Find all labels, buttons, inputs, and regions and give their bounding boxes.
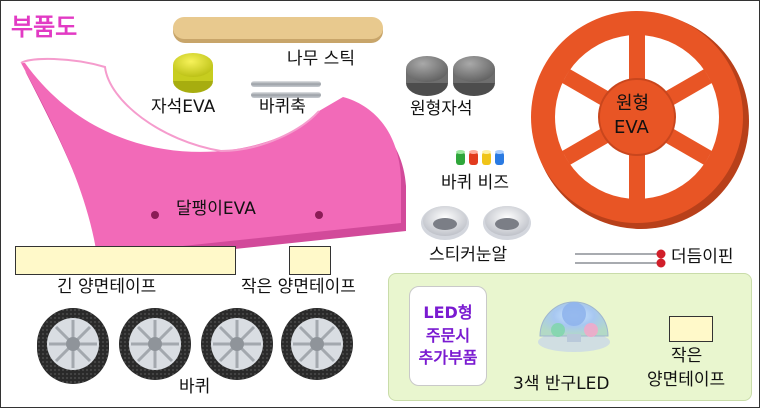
snail-eva-icon (20, 57, 406, 263)
led-option-line2: 주문시 (425, 325, 471, 345)
label-led-tape-1: 작은 (671, 346, 703, 366)
label-small-tape: 작은 양면테이프 (241, 277, 356, 297)
wheel-icon (37, 308, 353, 384)
label-led-tape-2: 양면테이프 (647, 370, 726, 390)
led-option-panel: LED형 주문시 추가부품 3색 반구LED 작은 양면테이프 (388, 273, 752, 401)
label-led: 3색 반구LED (513, 374, 610, 394)
small-tape (289, 246, 331, 275)
label-magnet-eva: 자석EVA (151, 97, 216, 117)
label-round-eva-1: 원형 (616, 93, 650, 114)
sticker-eyes-icon (421, 206, 531, 240)
led-icon (538, 301, 610, 352)
long-tape (15, 246, 236, 275)
antenna-pin-icon (575, 249, 666, 268)
magnet-eva-icon (173, 53, 213, 93)
label-sticker-eyes: 스티커눈알 (429, 245, 508, 265)
label-round-eva-2: EVA (614, 117, 649, 138)
round-eva-icon (531, 11, 749, 229)
wheel-axle-icon (251, 81, 321, 98)
label-snail-eva: 달팽이EVA (176, 199, 256, 219)
label-antenna-pin: 더듬이핀 (671, 247, 734, 267)
label-wheels: 바퀴 (179, 377, 211, 397)
label-wood-stick: 나무 스틱 (287, 49, 355, 69)
led-small-tape (669, 316, 713, 342)
label-wheel-axle: 바퀴축 (259, 97, 306, 117)
label-wheel-beads: 바퀴 비즈 (441, 173, 509, 193)
led-option-line1: LED형 (423, 303, 473, 323)
round-magnet-icon (406, 56, 495, 96)
label-round-magnet: 원형자석 (410, 99, 473, 119)
wheel-beads-icon (456, 150, 504, 165)
led-option-line3: 추가부품 (418, 348, 478, 368)
label-long-tape: 긴 양면테이프 (57, 277, 157, 297)
led-option-card: LED형 주문시 추가부품 (409, 286, 487, 386)
page-title: 부품도 (11, 13, 78, 41)
wood-stick-icon (173, 17, 383, 43)
